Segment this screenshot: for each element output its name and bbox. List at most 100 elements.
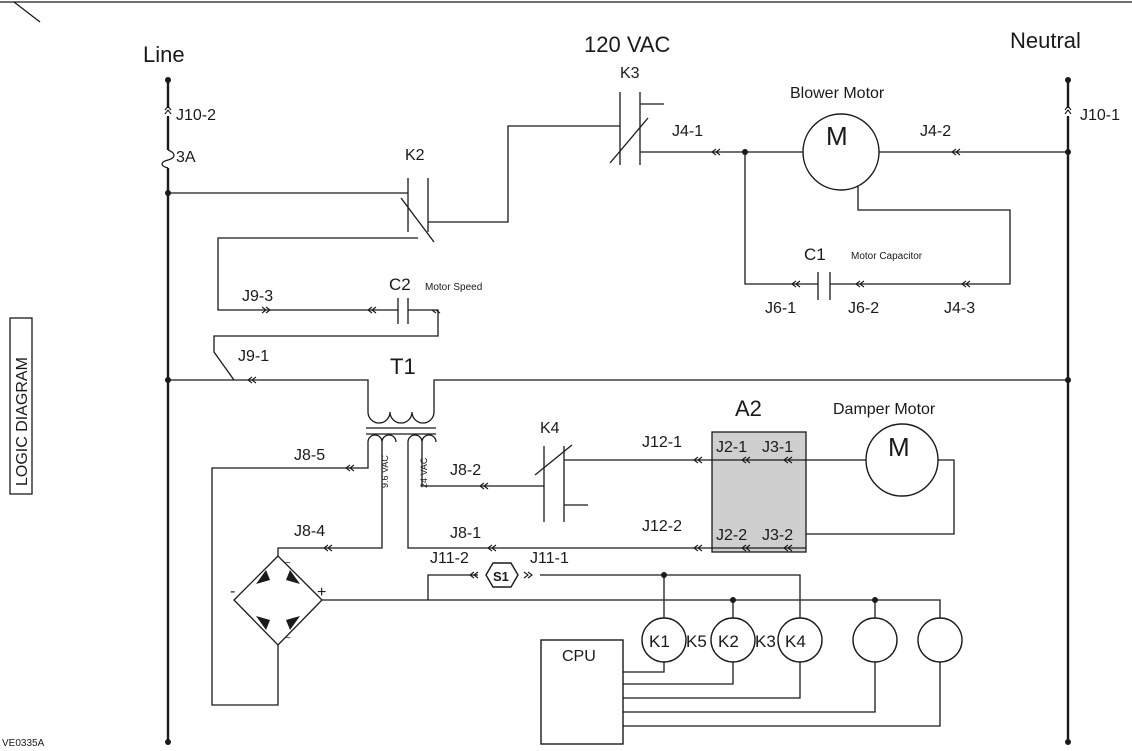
wire-blower-c1 [830,186,1011,285]
wire-t1-j8-1 [407,442,712,549]
diode-icons [256,570,300,630]
logic-diagram-title: LOGIC DIAGRAM [14,357,31,486]
fuse-icon [161,149,175,169]
k3-label: K3 [620,65,640,82]
motor-speed-label: Motor Speed [425,282,482,293]
j8-1-label: J8-1 [450,525,481,542]
j4-1-connector-icon [711,148,721,156]
j8-5-label: J8-5 [294,447,325,464]
wire-t1-k4 [421,442,544,487]
c1-label: C1 [804,245,826,264]
cpu-control-wires [623,662,941,727]
wire-j8-5 [211,442,369,706]
t1-primary-coil-icon [367,411,435,424]
dc-bus-wire [322,599,941,620]
j3-2-label: J3-2 [762,527,793,544]
j11-2-connector-icon [469,571,479,579]
coil-label-k3: K3 [755,632,776,651]
bridge-rectifier-icon [233,555,323,646]
vac-low-label: 9.6 VAC [380,455,390,488]
t1-core-icon [366,427,436,435]
blower-motor-symbol: M [826,121,848,151]
s1-switch-icon [485,562,519,588]
doc-code: VE0335A [2,738,45,749]
j11-1-label: J11-1 [530,550,569,567]
coil-label-k4: K4 [785,632,806,651]
j2-1-label: J2-1 [716,439,747,456]
damper-motor-symbol: M [888,432,910,462]
j6-2-label: J6-2 [848,300,879,317]
j4-3-connector-icon [961,280,971,288]
k2-nc-slash [400,197,435,243]
c2-right-connector-icon [431,309,441,314]
blower-motor-label: Blower Motor [790,85,885,102]
j4-2-connector-icon [951,148,961,156]
neutral-terminal [1065,77,1071,83]
line-label: Line [143,42,185,67]
c2-capacitor-icon [397,298,409,324]
j4-2-label: J4-2 [920,123,951,140]
supply-voltage-label: 120 VAC [584,32,671,57]
j6-1-connector-icon [791,280,801,288]
wire-bus-s1 [427,574,478,600]
j4-1-label: J4-1 [672,123,703,140]
wire-k2-k3 [428,125,620,223]
j12-2-connector-icon [693,544,703,552]
wire-line-t1 [168,379,369,412]
damper-motor-label: Damper Motor [833,401,936,418]
s1-label: S1 [493,569,509,584]
line-terminal [165,77,171,83]
border-top [0,1,1132,23]
j8-2-connector-icon [479,482,489,490]
coil-label-k2: K2 [718,632,739,651]
c1-capacitor-icon [817,272,831,300]
t1-secondary-coil-icon [367,434,437,443]
neutral-terminal-bottom [1065,739,1071,745]
j12-2-label: J12-2 [642,518,682,535]
cpu-box-icon [540,639,624,745]
a2-top-connector-icons [741,456,793,464]
neutral-label: Neutral [1010,28,1081,53]
j11-1-connector-icon [523,571,533,579]
j10-1-label: J10-1 [1080,107,1120,124]
k4-contact-icon [543,446,565,522]
wire-j8-4 [277,442,383,556]
k3-nc-slash [609,117,649,164]
wire-k2-c2 [217,237,418,311]
j2-2-label: J2-2 [716,527,747,544]
wire-damper-return [806,459,955,535]
cpu-label: CPU [562,648,596,665]
junction-neutral-blower [1065,149,1071,155]
j8-4-connector-icon [323,544,333,552]
j12-1-connector-icon [693,456,703,464]
k5-coil-icon [852,617,898,663]
j8-5-connector-icon [345,464,355,472]
bridge-plus: + [317,584,326,601]
k2-label: K2 [405,147,425,164]
j12-1-label: J12-1 [642,434,682,451]
j6-2-connector-icon [855,280,865,288]
j9-3-label: J9-3 [242,288,273,305]
junction-neutral-t1 [1065,377,1071,383]
a2-internal-wires [712,459,806,549]
a2-module-box [711,431,807,553]
k4-nc-slash [534,444,573,476]
k6-coil-icon [917,617,963,663]
j8-4-label: J8-4 [294,523,325,540]
wire-t1-neutral [433,379,1068,412]
k2-contact-icon [407,178,429,232]
j8-2-label: J8-2 [450,462,481,479]
a2-bottom-connector-icons [741,544,793,552]
wire-s1-k4 [540,574,801,620]
j11-2-label: J11-2 [430,550,469,567]
c2-label: C2 [389,275,411,294]
c2-connector-icon [367,306,377,314]
vac-high-label: 24 VAC [419,457,429,488]
j8-1-connector-icon [487,544,497,552]
j9-1-label: J9-1 [238,348,269,365]
j10-2-label: J10-2 [176,107,216,124]
t1-label: T1 [390,354,416,379]
k4-label: K4 [540,420,560,437]
a2-label: A2 [735,396,762,421]
